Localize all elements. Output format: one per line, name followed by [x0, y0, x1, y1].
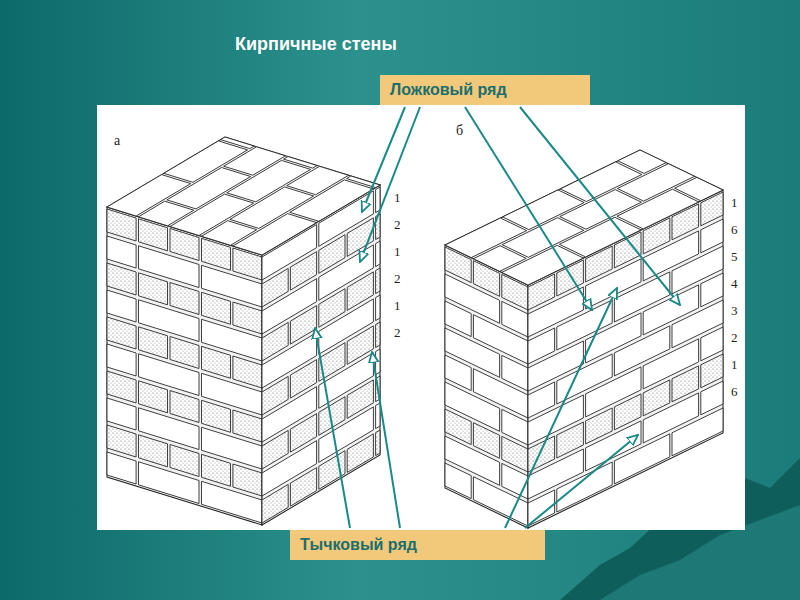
- brick: [560, 190, 642, 230]
- brick: [445, 150, 723, 285]
- brick: [233, 464, 262, 496]
- brick: [107, 207, 262, 525]
- brick: [672, 408, 723, 456]
- row-number: 6: [731, 384, 738, 400]
- brick: [614, 434, 669, 484]
- brick: [170, 283, 199, 315]
- brick: [233, 356, 262, 388]
- brick: [445, 245, 528, 528]
- leader-line: [315, 328, 350, 528]
- brick: [445, 218, 527, 258]
- brick: [202, 292, 231, 324]
- leader-line: [505, 288, 617, 528]
- brick: [376, 403, 380, 429]
- brick: [618, 150, 666, 173]
- brick: [107, 344, 136, 376]
- row-number: 4: [731, 276, 738, 292]
- leader-line: [465, 107, 592, 310]
- brick: [107, 236, 136, 268]
- brick: [139, 462, 200, 504]
- brick-walls: [107, 137, 723, 528]
- brick: [107, 175, 191, 216]
- brick: [202, 346, 231, 378]
- brick: [503, 190, 585, 230]
- brick: [557, 462, 612, 512]
- slide-title: Кирпичные стены: [235, 34, 397, 55]
- brick: [376, 241, 380, 267]
- brick: [376, 295, 380, 321]
- row-number: 1: [394, 190, 401, 206]
- brick: [170, 337, 199, 369]
- brick: [376, 187, 380, 213]
- brick: [164, 141, 248, 182]
- brick: [202, 481, 263, 523]
- brick: [284, 157, 317, 169]
- row-number: 2: [731, 330, 738, 346]
- brick: [233, 302, 262, 334]
- brick: [502, 218, 584, 258]
- brick: [107, 371, 136, 403]
- figure-letter: б: [456, 123, 463, 139]
- figure-letter: а: [114, 133, 120, 149]
- leader-line: [525, 435, 638, 528]
- brick: [107, 398, 136, 430]
- brick: [376, 430, 380, 456]
- brick: [319, 451, 345, 490]
- picture-ground: [97, 105, 745, 530]
- brick: [139, 273, 168, 305]
- brick: [202, 400, 231, 432]
- brick: [107, 137, 380, 255]
- label-text: Ложковый ряд: [390, 81, 507, 99]
- leader-line: [360, 107, 420, 262]
- brick: [170, 391, 199, 423]
- row-number: 3: [731, 303, 738, 319]
- leader-line: [372, 352, 400, 528]
- brick: [617, 189, 699, 229]
- leader-lines: [315, 107, 680, 528]
- leader-line: [362, 107, 405, 212]
- brick: [221, 137, 255, 149]
- label-box: Тычковый ряд: [290, 530, 545, 560]
- brick: [107, 425, 136, 457]
- brick: [502, 245, 584, 285]
- row-number: 1: [731, 195, 738, 211]
- brick: [139, 435, 168, 467]
- brick: [107, 290, 136, 322]
- brick: [170, 445, 199, 477]
- label-text: Тычковый ряд: [300, 536, 417, 554]
- brick: [376, 268, 380, 294]
- brick: [139, 327, 168, 359]
- brick: [445, 463, 471, 499]
- row-number: 5: [731, 249, 738, 265]
- leader-line: [520, 107, 680, 305]
- brick: [559, 217, 641, 257]
- row-number: 1: [394, 244, 401, 260]
- row-number: 2: [394, 325, 401, 341]
- row-number: 2: [394, 217, 401, 233]
- brick: [290, 468, 316, 507]
- row-number: 2: [394, 271, 401, 287]
- brick: [139, 381, 168, 413]
- brick: [233, 410, 262, 442]
- brick: [107, 452, 136, 484]
- label-box: Ложковый ряд: [380, 75, 590, 105]
- row-number: 6: [731, 222, 738, 238]
- brick: [376, 349, 380, 375]
- brick: [473, 477, 528, 526]
- brick: [347, 434, 373, 473]
- brick: [107, 263, 136, 295]
- brick: [202, 454, 231, 486]
- brick: [107, 317, 136, 349]
- brick: [262, 484, 288, 523]
- row-number: 1: [731, 357, 738, 373]
- brick: [560, 162, 642, 202]
- row-number: 1: [394, 298, 401, 314]
- brick: [376, 322, 380, 348]
